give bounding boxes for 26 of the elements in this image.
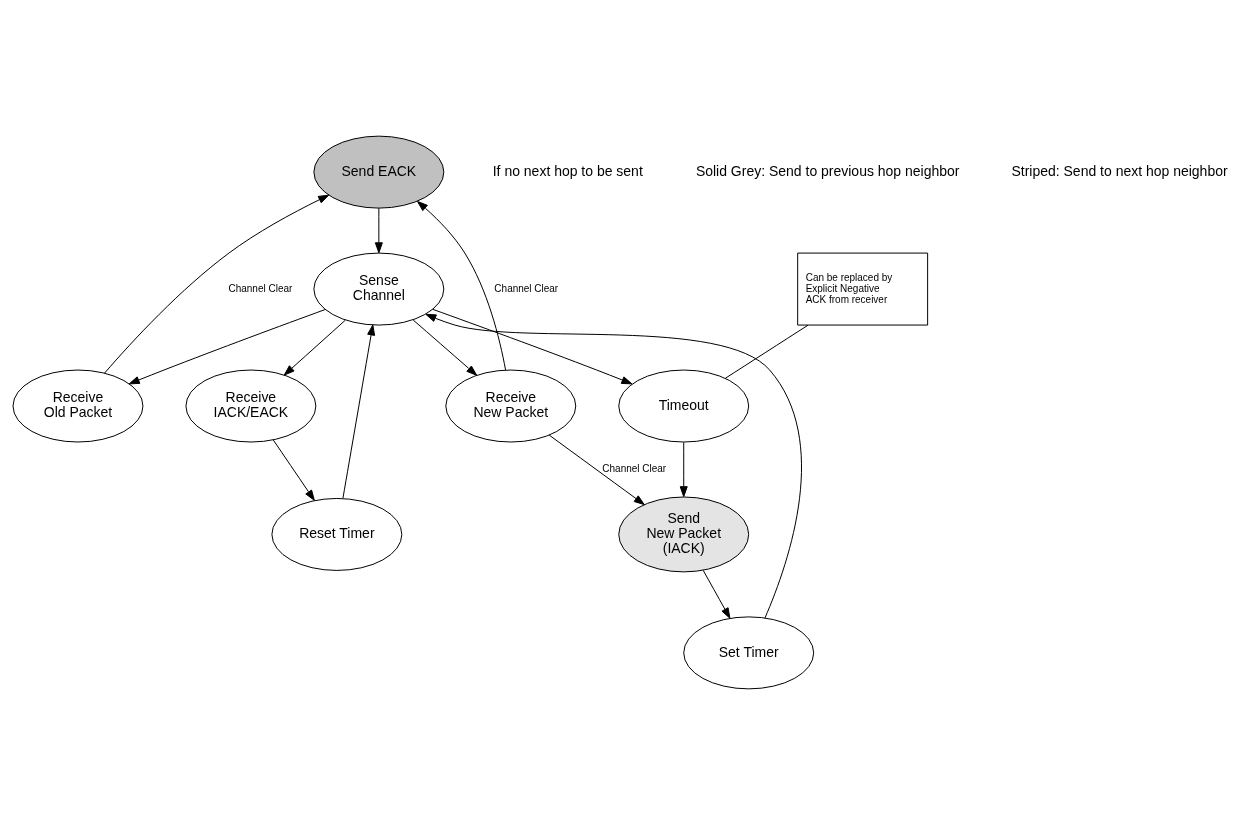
node-ellipse: Set Timer [682, 615, 814, 689]
arrow [702, 569, 730, 619]
arrow [416, 200, 506, 370]
arrow [128, 308, 326, 384]
edge-label: Channel Clear [493, 282, 558, 294]
node-box: Can be replaced by Explicit Negative ACK from receiver [796, 252, 928, 326]
edge-label: Channel Clear [601, 462, 666, 474]
arrow [283, 319, 346, 375]
arrow [679, 441, 688, 497]
node-ellipse: Reset Timer [270, 497, 402, 571]
arrow [412, 318, 477, 376]
node-ellipse: Receive New Packet [444, 369, 576, 442]
arrow [424, 313, 802, 618]
label: If no next hop to be sent [492, 162, 643, 179]
arrow [548, 434, 645, 505]
label: Solid Grey: Send to previous hop neighbor [695, 162, 959, 179]
arrow [374, 207, 383, 253]
node-ellipse: Sense Channel [312, 252, 444, 326]
connector [724, 324, 808, 379]
arrow [272, 438, 315, 501]
arrow [431, 308, 632, 384]
edge-label: Channel Clear [227, 282, 292, 294]
arrow [103, 194, 329, 374]
label: Striped: Send to next hop neighbor [1010, 162, 1228, 179]
node-ellipse: Receive IACK/EACK [184, 369, 316, 442]
arrow [341, 323, 375, 499]
